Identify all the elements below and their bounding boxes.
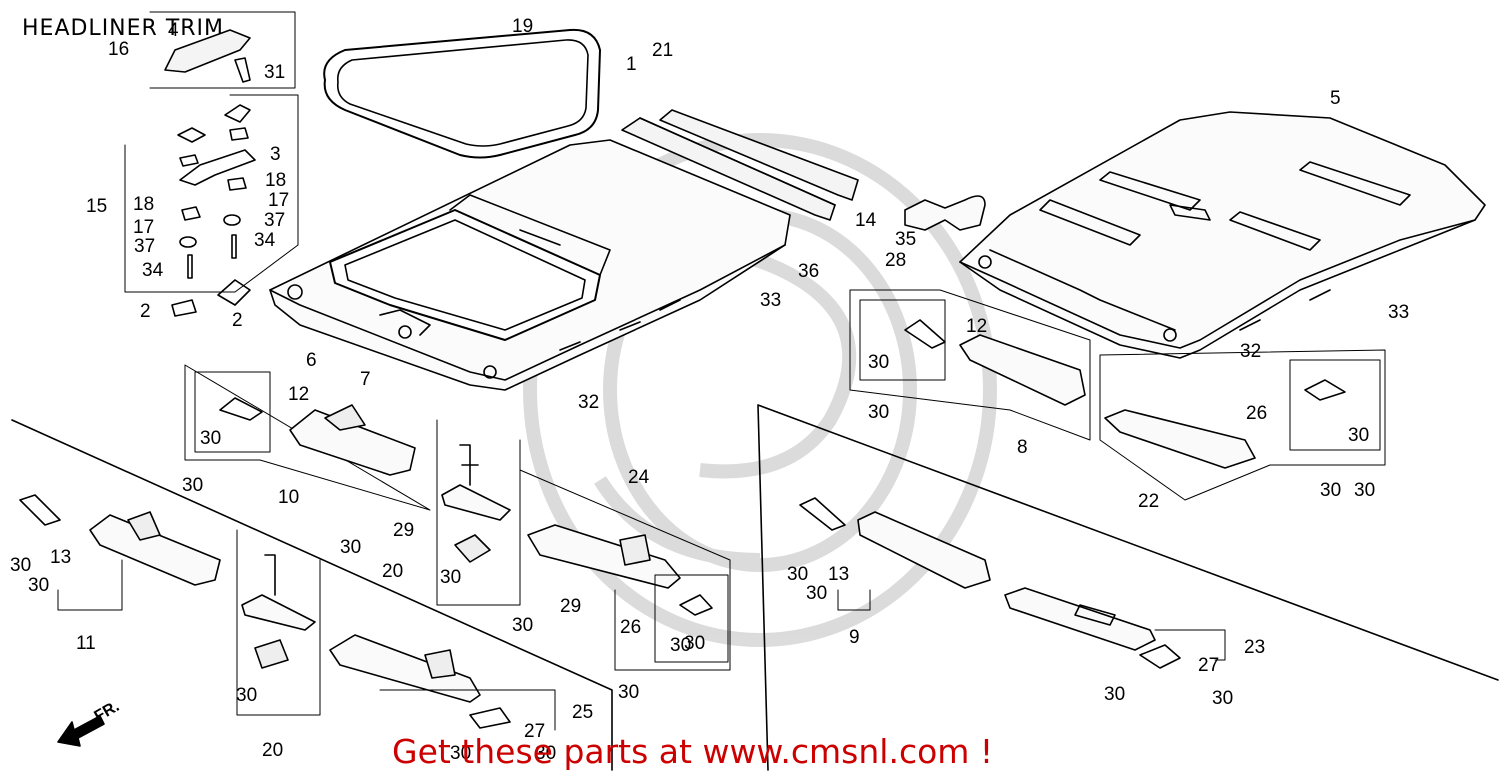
visor-group-25 [329,634,556,731]
callout-c20b: 20 [262,740,283,761]
callout-c30s: 30 [1212,688,1233,709]
sunroof-seal [323,28,601,159]
callout-c2b: 2 [232,310,243,331]
callout-c30m: 30 [450,743,471,764]
callout-c31: 31 [264,62,285,83]
diagram-title: HEADLINER TRIM [22,16,225,41]
callout-c9: 9 [849,627,860,648]
callout-c26b: 26 [1246,403,1267,424]
callout-c30i: 30 [512,615,533,636]
callout-c4: 4 [168,20,179,41]
callout-c30q: 30 [806,583,827,604]
callout-c7: 7 [360,369,371,390]
callout-c35: 35 [895,229,916,250]
callout-c19: 19 [512,16,533,37]
callout-c27b: 27 [1198,655,1219,676]
visor-group-10 [184,364,431,511]
callout-c30g: 30 [28,575,49,596]
callout-c16: 16 [108,39,129,60]
callout-c11: 11 [76,633,96,654]
callout-c28: 28 [885,250,906,271]
callout-c17a: 17 [268,190,289,211]
callout-c30v: 30 [684,633,705,654]
callout-c30k: 30 [618,682,639,703]
visor-group-20-lower [236,529,321,716]
callout-c33a: 33 [760,290,781,311]
callout-c30l: 30 [236,685,257,706]
callout-c26a: 26 [620,617,641,638]
hardware-group-16 [149,11,296,89]
callout-c34b: 34 [142,260,164,281]
callout-c12b: 12 [966,316,987,337]
visor-group-9 [799,497,991,611]
callout-c29a: 29 [393,520,414,541]
callout-c20a: 20 [382,561,403,582]
callout-c22: 22 [1138,491,1159,512]
callout-c23: 23 [1244,637,1265,658]
callout-c24: 24 [628,467,650,488]
callout-c30r: 30 [1104,684,1125,705]
callout-c6: 6 [306,350,317,371]
headliner-rail [621,109,859,221]
callout-c8: 8 [1017,437,1028,458]
callout-c17b: 17 [133,217,154,238]
callout-c5: 5 [1330,88,1341,109]
callout-c30f: 30 [10,555,31,576]
callout-c13b: 13 [828,564,849,585]
callout-c30n: 30 [1348,425,1369,446]
callout-c1: 1 [626,54,637,75]
callout-c30o: 30 [1354,480,1375,501]
headliner-right [959,111,1486,359]
callout-c30b: 30 [868,352,889,373]
divider-line-left [11,419,613,771]
callout-c15: 15 [86,196,107,217]
callout-c30j: 30 [670,635,691,656]
callout-c37a: 37 [134,236,155,257]
headliner-left [269,139,791,391]
callout-c29b: 29 [560,596,581,617]
visor-group-8 [849,289,1091,441]
assist-grip [904,195,986,231]
promo-banner[interactable]: Get these parts at www.cmsnl.com ! [392,732,994,771]
callout-c27a: 27 [524,721,545,742]
visor-group-11 [19,494,221,611]
callout-c14: 14 [855,210,877,231]
callout-c30d: 30 [868,402,889,423]
callout-c30c: 30 [182,475,203,496]
visor-group-22 [1099,349,1386,501]
callout-c10: 10 [278,487,299,508]
callout-c36: 36 [798,261,819,282]
visor-group-20-upper [436,419,521,606]
callout-c34a: 34 [254,230,276,251]
callout-c13a: 13 [50,547,71,568]
callout-c18b: 18 [265,170,286,191]
callout-c25: 25 [572,702,593,723]
callout-c32b: 32 [1240,341,1261,362]
divider-line-right [757,404,1499,771]
callout-c18a: 18 [133,194,154,215]
callout-c2a: 2 [140,301,151,322]
callout-c30p: 30 [787,564,808,585]
callout-c30u: 30 [1320,480,1341,501]
callout-c3: 3 [270,144,281,165]
visor-group-23 [1004,587,1226,669]
callout-c37b: 37 [264,210,285,231]
visor-group-24 [519,469,731,671]
callout-c32a: 32 [578,392,599,413]
callout-c30e: 30 [340,537,361,558]
front-arrow-icon [57,715,105,747]
callout-c12a: 12 [288,384,309,405]
callout-c33b: 33 [1388,302,1409,323]
callout-c30a: 30 [200,428,221,449]
callout-c30t: 30 [535,743,556,764]
callout-c30h: 30 [440,567,461,588]
callout-c21: 21 [652,40,673,61]
hardware-group-15 [124,94,299,317]
